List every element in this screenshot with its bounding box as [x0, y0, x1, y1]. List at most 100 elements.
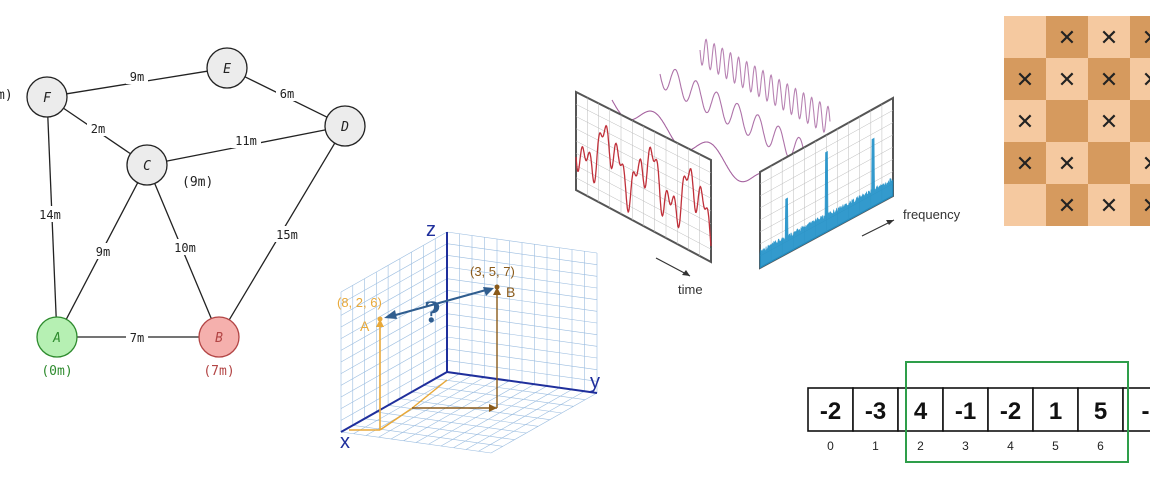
point-b-dot — [494, 284, 500, 290]
time-label: time — [678, 282, 703, 297]
grid-line — [340, 255, 448, 316]
edge-label-F-C: 2m — [91, 122, 105, 136]
array-index: 1 — [872, 439, 879, 453]
edge-label-E-D: 6m — [280, 87, 294, 101]
grid-line — [446, 360, 598, 382]
array-cell — [987, 387, 1034, 432]
array-cell — [1032, 387, 1079, 432]
board-cell-mark: ✕ — [1016, 109, 1034, 134]
grid-line — [403, 380, 510, 442]
grid-line — [340, 278, 448, 339]
node-label-D: D — [340, 120, 349, 135]
board-cell — [1088, 184, 1130, 226]
point-a-coords: (8, 2, 6) — [337, 295, 382, 310]
board-cell — [1046, 16, 1088, 58]
array-index: 0 — [827, 439, 834, 453]
array-value: 1 — [1049, 398, 1062, 425]
grid-line — [446, 336, 598, 359]
edge-label-bg-E-D — [276, 85, 298, 101]
array-value: 4 — [914, 398, 928, 425]
grid-line — [390, 378, 498, 440]
edge-label-bg-F-C — [87, 120, 109, 136]
node-C — [126, 144, 168, 186]
array-index: 3 — [962, 439, 969, 453]
edge-label-F-A: 14m — [39, 208, 61, 222]
array-value: -1 — [955, 398, 976, 425]
board-cell-mark: ✕ — [1100, 109, 1118, 134]
edge-label-bg-C-A — [92, 243, 114, 259]
array-value: - — [1142, 398, 1150, 425]
board-cell-mark: ✕ — [1058, 151, 1076, 176]
node-label-C: C — [143, 159, 151, 174]
grid-line — [340, 313, 448, 374]
grid-line — [340, 348, 448, 409]
node-label-A: A — [52, 331, 61, 346]
board-cell-mark: ✕ — [1058, 193, 1076, 218]
node-B — [198, 316, 240, 358]
array-value: -2 — [1000, 398, 1021, 425]
node-cost-F: m) — [0, 88, 13, 103]
board-cell-mark: ✕ — [1142, 25, 1150, 50]
board-cell — [1004, 16, 1046, 58]
board-cell-mark: ✕ — [1058, 67, 1076, 92]
board-cell — [1088, 142, 1130, 184]
grid-line — [378, 376, 485, 438]
node-A — [36, 316, 78, 358]
edge-label-C-D: 11m — [235, 134, 257, 148]
time-signal — [575, 124, 712, 247]
grid-line — [440, 385, 548, 447]
board-cell — [1046, 142, 1088, 184]
time-arrow-head — [682, 270, 690, 276]
grid-line — [446, 231, 598, 254]
board-cell — [1004, 100, 1046, 142]
grid-line — [446, 266, 598, 289]
edge-label-D-B: 15m — [276, 228, 298, 242]
component-wave-2 — [659, 68, 826, 170]
grid-line — [340, 325, 448, 386]
array-cell — [807, 387, 854, 432]
node-E — [206, 47, 248, 89]
grid-line — [465, 389, 573, 450]
board-cell-mark: ✕ — [1142, 151, 1150, 176]
graph-node-costs: m)(9m)(0m)(7m) — [0, 88, 235, 379]
array-index: 5 — [1052, 439, 1059, 453]
board-cell-mark: ✕ — [1016, 151, 1034, 176]
board-cell-mark: ✕ — [1100, 67, 1118, 92]
board-cell — [1046, 58, 1088, 100]
grid-line — [415, 382, 523, 443]
grid-line — [428, 383, 535, 445]
point-a-dot — [377, 316, 383, 322]
grid-line — [340, 231, 448, 293]
grid-line — [446, 243, 598, 265]
board-cell — [1004, 142, 1046, 184]
grid-line — [490, 392, 598, 454]
node-cost-B: (7m) — [203, 364, 234, 379]
axis-y-label: y — [590, 371, 600, 393]
grid-line — [446, 301, 598, 324]
point-a-arrowhead — [376, 319, 384, 327]
graph-edges — [47, 70, 336, 338]
board-cell-mark: ✕ — [1016, 67, 1034, 92]
point-a-floor-line — [410, 379, 448, 410]
frequency-domain-panel — [759, 96, 894, 270]
grid-line — [446, 278, 598, 300]
edge-label-bg-F-A — [35, 206, 65, 222]
checkerboard-grid: ✕✕✕✕✕✕✕✕✕✕✕✕✕✕✕ — [1004, 16, 1150, 226]
node-F — [26, 76, 68, 118]
time-grid-line — [575, 165, 712, 237]
grid-line — [340, 290, 448, 351]
grid-line — [340, 360, 448, 421]
board-cell — [1088, 100, 1130, 142]
array-value: -3 — [865, 398, 886, 425]
grid-line — [453, 387, 560, 449]
grid-line — [446, 325, 598, 347]
array-value: -2 — [820, 398, 841, 425]
edge-label-bg-F-E — [126, 68, 148, 84]
point-a-label: A — [360, 318, 370, 334]
board-cell-mark: ✕ — [1058, 25, 1076, 50]
